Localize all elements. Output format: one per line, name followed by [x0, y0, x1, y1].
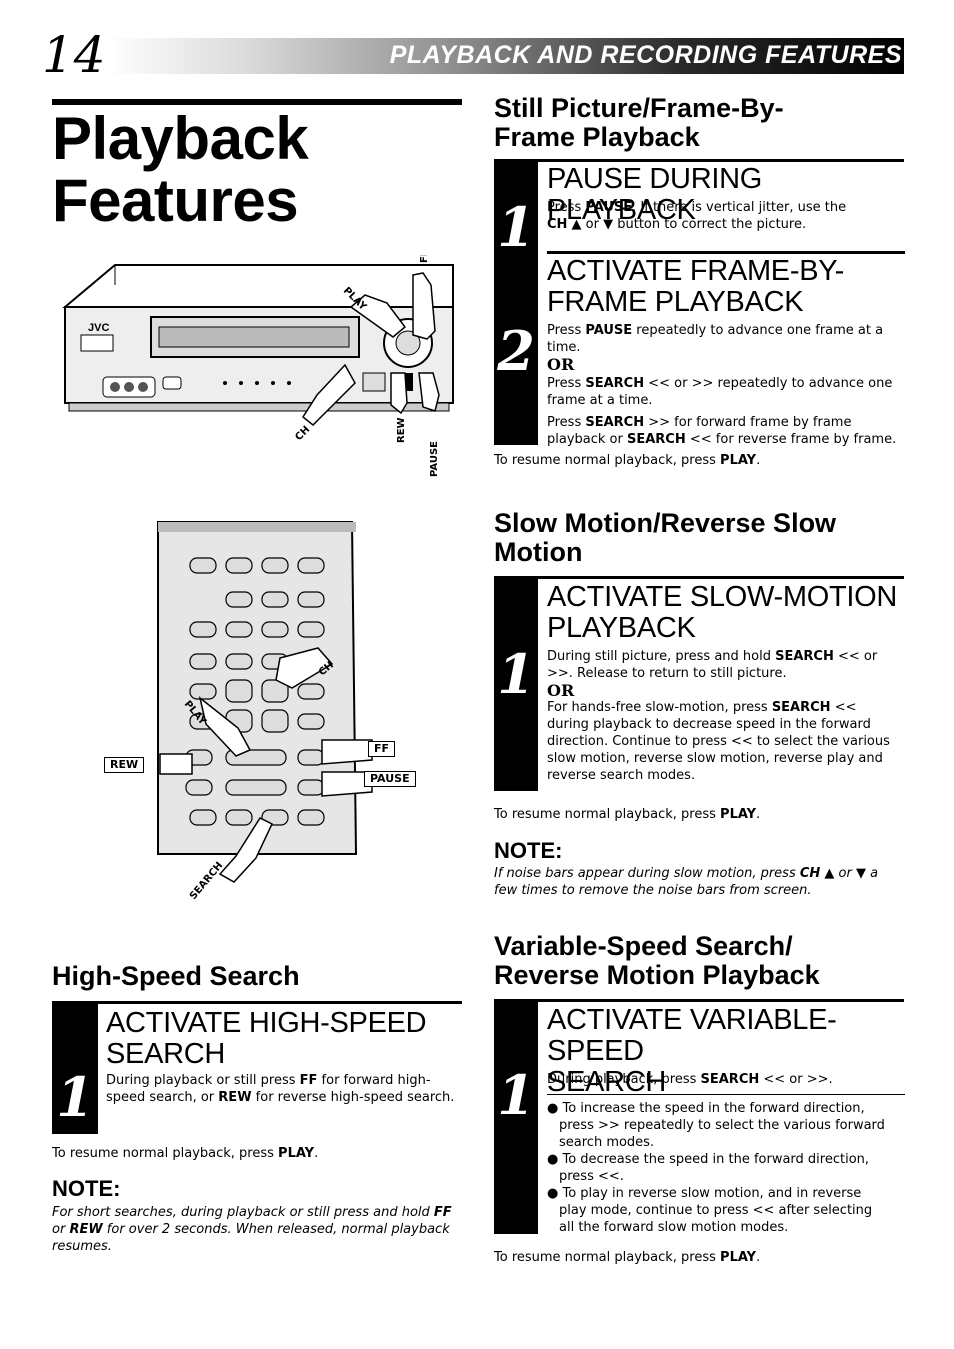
hand-pause-icon [418, 372, 440, 412]
high-speed-step-title: ACTIVATE HIGH-SPEED SEARCH [106, 1008, 462, 1070]
high-speed-step-number: 1 [52, 1004, 98, 1134]
vcr-label-ch: CH [293, 424, 312, 443]
header-bar [108, 38, 904, 74]
variable-resume: To resume normal playback, press PLAY. [494, 1250, 761, 1265]
still-picture-heading-l2: Frame Playback [494, 122, 700, 152]
slow-step-text: During still picture, press and hold SEA… [547, 648, 897, 784]
still-step2-title-l2: FRAME PLAYBACK [547, 286, 804, 318]
variable-speed-heading: Variable-Speed Search/ Reverse Motion Pl… [494, 932, 820, 990]
page-title-line2: Features [52, 167, 299, 234]
high-speed-note-text: For short searches, during playback or s… [52, 1205, 452, 1254]
still-step2-rule [547, 251, 905, 254]
remote-hand-ff-icon [321, 739, 373, 765]
variable-bullet-2: ● To decrease the speed in the forward d… [547, 1152, 870, 1184]
vcr-label-rew: REW [396, 417, 407, 443]
variable-divider [547, 1094, 905, 1095]
slow-motion-heading: Slow Motion/Reverse Slow Motion [494, 509, 836, 567]
high-speed-resume: To resume normal playback, press PLAY. [52, 1146, 319, 1161]
remote-label-rew: REW [104, 757, 145, 773]
high-speed-heading: High-Speed Search [52, 961, 300, 991]
vcr-brand: JVC [88, 322, 109, 334]
page-title: Playback Features [52, 105, 309, 234]
remote-label-ff: FF [368, 741, 396, 757]
still-step1-text: Press PAUSE. If there is vertical jitter… [547, 200, 847, 232]
remote-label-search: SEARCH [188, 860, 225, 902]
title-rule [52, 99, 462, 105]
remote-hand-search-icon [218, 817, 273, 883]
hand-rew-icon [390, 372, 408, 415]
hand-ch-icon [302, 363, 356, 427]
slow-step-rule [494, 576, 904, 579]
still-picture-heading: Still Picture/Frame-By- Frame Playback [494, 94, 784, 152]
slow-note-text: If noise bars appear during slow motion,… [494, 866, 879, 898]
still-step2-text: Press PAUSE repeatedly to advance one fr… [547, 322, 905, 448]
variable-speed-heading-l2: Reverse Motion Playback [494, 960, 820, 990]
hand-ff-icon [412, 272, 436, 340]
vcr-label-ff: FF [419, 255, 430, 263]
slow-note-heading: NOTE: [494, 838, 563, 863]
variable-bullet-3: ● To play in reverse slow motion, and in… [547, 1186, 873, 1235]
remote-hand-ch-icon [275, 647, 334, 689]
slow-step-number: 1 [494, 579, 538, 791]
variable-step-number: 1 [494, 1002, 538, 1234]
remote-hand-play-icon [198, 696, 252, 757]
still-or: OR [547, 355, 575, 374]
variable-step-rule [494, 999, 904, 1002]
slow-motion-heading-l2: Motion [494, 537, 583, 567]
slow-step-title: ACTIVATE SLOW-MOTION PLAYBACK [547, 582, 905, 644]
vcr-illustration: JVC PLAY FF REW PAUSE CH [62, 255, 454, 477]
vcr-label-pause: PAUSE [429, 441, 440, 477]
high-speed-rule [52, 1001, 462, 1004]
vcr-top [62, 264, 454, 308]
high-speed-step-text: During playback or still press FF for fo… [106, 1073, 455, 1105]
high-speed-step-title-l2: SEARCH [106, 1038, 226, 1070]
variable-bullets: ● To increase the speed in the forward d… [547, 1100, 887, 1236]
high-speed-note-heading: NOTE: [52, 1176, 121, 1201]
hand-play-icon [349, 294, 407, 338]
slow-step-title-l2: PLAYBACK [547, 612, 696, 644]
slow-resume: To resume normal playback, press PLAY. [494, 807, 761, 822]
remote-label-pause: PAUSE [364, 771, 416, 787]
still-step-bar: 1 2 [494, 162, 538, 445]
slow-or: OR [547, 681, 575, 700]
variable-speed-heading-l1: Variable-Speed Search/ [494, 931, 793, 961]
still-step1-number: 1 [497, 195, 535, 259]
still-step1-title: PAUSE DURING PLAYBACK [547, 163, 763, 226]
variable-step-text: During playback, press SEARCH << or >>. [547, 1072, 833, 1087]
remote-hand-pause-icon [321, 771, 373, 797]
remote-illustration: CH PLAY SEARCH [157, 521, 373, 902]
still-resume: To resume normal playback, press PLAY. [494, 453, 761, 468]
still-step2-number: 2 [497, 319, 535, 383]
high-speed-step-title-l1: ACTIVATE HIGH-SPEED [106, 1007, 427, 1039]
variable-step-title: ACTIVATE VARIABLE-SPEED SEARCH [547, 1005, 905, 1098]
section-title: PLAYBACK AND RECORDING FEATURES [389, 41, 902, 69]
variable-bullet-1: ● To increase the speed in the forward d… [547, 1101, 885, 1150]
variable-step-title-l2: SEARCH [547, 1066, 667, 1098]
still-step2-title-l1: ACTIVATE FRAME-BY- [547, 255, 844, 287]
still-step1-rule [494, 159, 904, 162]
page-title-line1: Playback [52, 105, 309, 172]
slow-motion-heading-l1: Slow Motion/Reverse Slow [494, 508, 837, 538]
page-number: 14 [42, 26, 106, 84]
remote-body [157, 521, 358, 855]
still-picture-heading-l1: Still Picture/Frame-By- [494, 93, 784, 123]
slow-step-title-l1: ACTIVATE SLOW-MOTION [547, 581, 898, 613]
remote-hand-rew-icon [159, 753, 193, 775]
variable-step-title-l1: ACTIVATE VARIABLE-SPEED [547, 1004, 837, 1067]
still-step2-title: ACTIVATE FRAME-BY- FRAME PLAYBACK [547, 256, 905, 318]
